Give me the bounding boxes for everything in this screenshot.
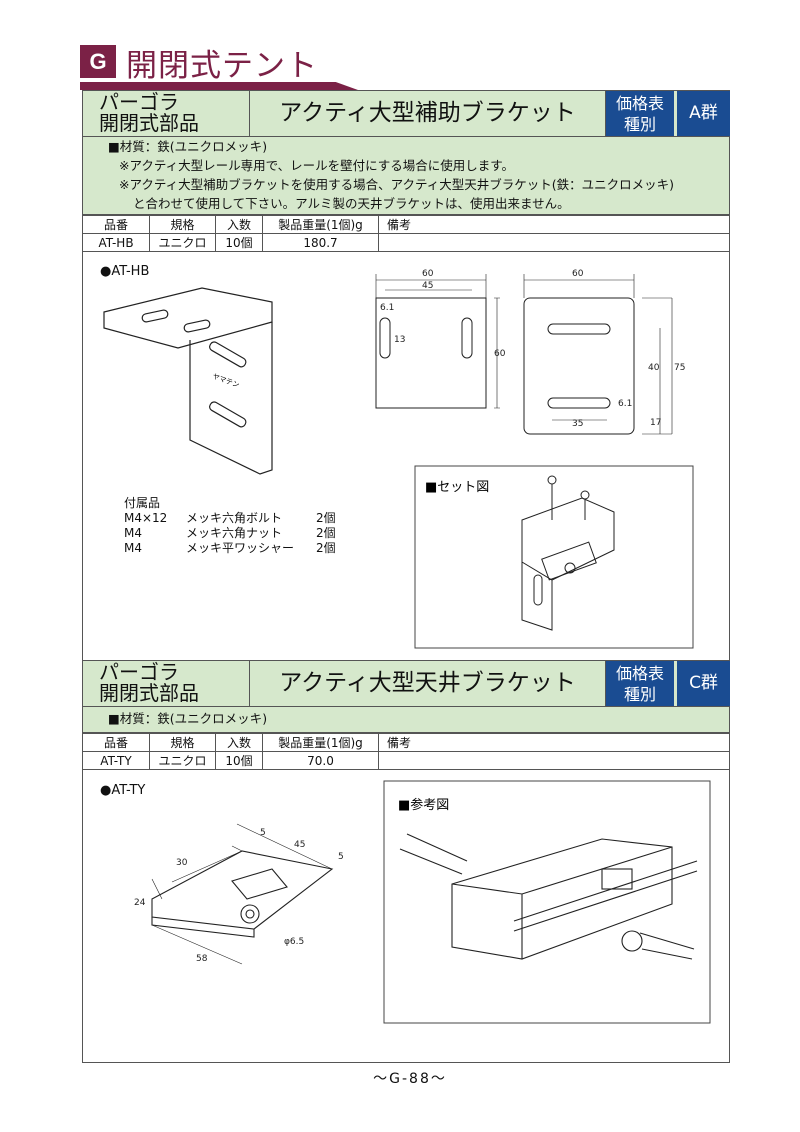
accessory-qty: 2個 bbox=[316, 511, 336, 525]
th-weight: 製品重量(1個)g bbox=[262, 215, 379, 234]
price-group-badge: A群 bbox=[677, 91, 730, 136]
cell-weight: 180.7 bbox=[262, 233, 379, 252]
accessory-size: M4×12 bbox=[124, 511, 168, 525]
dim-height: 24 bbox=[134, 898, 146, 908]
category-line: 開閉式部品 bbox=[99, 681, 199, 705]
bracket-3d-drawing bbox=[103, 287, 273, 475]
cell-remarks bbox=[378, 233, 730, 252]
reference-diagram-label: ■参考図 bbox=[398, 797, 449, 813]
dim-hole-diameter: φ6.5 bbox=[284, 937, 304, 947]
accessory-size: M4 bbox=[124, 541, 142, 555]
set-diagram-label: ■セット図 bbox=[425, 480, 489, 495]
figure-label: ●AT-HB bbox=[100, 264, 150, 279]
brand-mark: ヤマテン bbox=[211, 372, 240, 389]
price-label-line: 種別 bbox=[623, 115, 656, 134]
price-label-line: 価格表 bbox=[615, 664, 664, 683]
reference-diagram-drawing bbox=[399, 833, 698, 960]
dim-slot-spacing: 40 bbox=[648, 363, 660, 373]
set-diagram-drawing bbox=[521, 475, 615, 631]
note-line: ※アクティ大型補助ブラケットを使用する場合、アクティ大型天井ブラケット(鉄：ユニ… bbox=[119, 177, 674, 192]
note-line: ※アクティ大型レール専用で、レールを壁付にする場合に使用します。 bbox=[119, 158, 514, 173]
title-underline bbox=[80, 82, 358, 90]
front-view-drawing bbox=[375, 274, 500, 409]
th-code: 品番 bbox=[82, 215, 150, 234]
dim-side-height: 75 bbox=[674, 363, 685, 373]
th-qty: 入数 bbox=[215, 215, 263, 234]
dim-height: 60 bbox=[494, 349, 506, 359]
accessory-name: メッキ平ワッシャー bbox=[186, 541, 295, 555]
cell-code: AT-TY bbox=[82, 751, 150, 770]
th-remarks: 備考 bbox=[378, 215, 730, 234]
cell-qty: 10個 bbox=[215, 233, 263, 252]
dim-side-slot-length: 35 bbox=[572, 419, 583, 429]
material-text: ■材質：鉄(ユニクロメッキ) bbox=[108, 139, 268, 154]
dim-hole-spacing: 45 bbox=[422, 281, 433, 291]
accessory-size: M4 bbox=[124, 526, 142, 540]
dim-side-width: 60 bbox=[572, 269, 584, 279]
product-name: アクティ大型天井ブラケット bbox=[249, 661, 606, 706]
category-line: 開閉式部品 bbox=[99, 111, 199, 135]
dim-offset-right: 5 bbox=[338, 852, 344, 862]
ceiling-bracket-drawings: 5 45 5 30 24 58 φ6.5 ■参考図 bbox=[134, 780, 711, 1024]
th-spec: 規格 bbox=[149, 733, 216, 752]
accessory-qty: 2個 bbox=[316, 541, 336, 555]
category-line: パーゴラ bbox=[99, 90, 179, 114]
dim-slot-width: 6.1 bbox=[380, 303, 394, 313]
dim-side-slot-width: 6.1 bbox=[618, 399, 632, 409]
page-number: ～G-88～ bbox=[373, 1071, 447, 1087]
figure-label: ●AT-TY bbox=[100, 783, 146, 798]
accessory-item: M4×12 メッキ六角ボルト 2個 bbox=[124, 511, 336, 526]
section-header-at-hb: パーゴラ開閉式部品 アクティ大型補助ブラケット 価格表種別 A群 bbox=[82, 90, 730, 137]
accessory-item: M4 メッキ平ワッシャー 2個 bbox=[124, 541, 336, 556]
th-qty: 入数 bbox=[215, 733, 263, 752]
accessory-name: メッキ六角ボルト bbox=[186, 511, 283, 525]
set-diagram-frame bbox=[414, 465, 694, 649]
category-label: パーゴラ開閉式部品 bbox=[99, 92, 199, 134]
bracket-drawings: ヤマテン 60 45 6.1 13 60 60 40 75 6.1 35 17 … bbox=[103, 269, 694, 649]
dim-hole-spacing: 45 bbox=[294, 840, 305, 850]
category-line: パーゴラ bbox=[99, 660, 179, 684]
section-header-at-ty: パーゴラ開閉式部品 アクティ大型天井ブラケット 価格表種別 C群 bbox=[82, 660, 730, 707]
chapter-title: 開閉式テント bbox=[126, 48, 318, 84]
th-code: 品番 bbox=[82, 733, 150, 752]
accessory-item: M4 メッキ六角ナット 2個 bbox=[124, 526, 336, 541]
material-notes: ■材質：鉄(ユニクロメッキ) ※アクティ大型レール専用で、レールを壁付にする場合… bbox=[82, 137, 730, 215]
note-line: と合わせて使用して下さい。アルミ製の天井ブラケットは、使用出来ません。 bbox=[133, 196, 570, 211]
price-group-badge: C群 bbox=[677, 661, 730, 706]
th-weight: 製品重量(1個)g bbox=[262, 733, 379, 752]
accessory-name: メッキ六角ナット bbox=[186, 526, 283, 540]
price-label-line: 価格表 bbox=[615, 94, 664, 113]
dim-slot-length: 13 bbox=[394, 335, 405, 345]
product-name: アクティ大型補助ブラケット bbox=[249, 91, 606, 136]
dim-width: 60 bbox=[422, 269, 434, 279]
cell-remarks bbox=[378, 751, 730, 770]
price-label-line: 種別 bbox=[623, 685, 656, 704]
cell-spec: ユニクロ bbox=[149, 751, 216, 770]
accessories-title: 付属品 bbox=[124, 496, 161, 510]
material-text: ■材質：鉄(ユニクロメッキ) bbox=[108, 711, 268, 726]
accessory-qty: 2個 bbox=[316, 526, 336, 540]
dim-width: 58 bbox=[196, 954, 208, 964]
dim-bottom-offset: 17 bbox=[650, 418, 661, 428]
th-spec: 規格 bbox=[149, 215, 216, 234]
cell-spec: ユニクロ bbox=[149, 233, 216, 252]
cell-weight: 70.0 bbox=[262, 751, 379, 770]
price-type-label: 価格表種別 bbox=[606, 661, 674, 706]
material-notes: ■材質：鉄(ユニクロメッキ) bbox=[82, 707, 730, 733]
chapter-letter-badge: G bbox=[80, 45, 116, 78]
dim-offset-left: 5 bbox=[260, 828, 266, 838]
price-type-label: 価格表種別 bbox=[606, 91, 674, 136]
cell-code: AT-HB bbox=[82, 233, 150, 252]
category-label: パーゴラ開閉式部品 bbox=[99, 662, 199, 704]
ceiling-bracket-3d-drawing bbox=[151, 823, 334, 965]
th-remarks: 備考 bbox=[378, 733, 730, 752]
reference-diagram-frame bbox=[383, 780, 711, 1024]
accessories-list: 付属品 M4×12 メッキ六角ボルト 2個 M4 メッキ六角ナット 2個 M4 メッキ平ワ… bbox=[124, 496, 336, 556]
cell-qty: 10個 bbox=[215, 751, 263, 770]
side-view-drawing bbox=[523, 274, 673, 435]
dim-depth: 30 bbox=[176, 858, 188, 868]
